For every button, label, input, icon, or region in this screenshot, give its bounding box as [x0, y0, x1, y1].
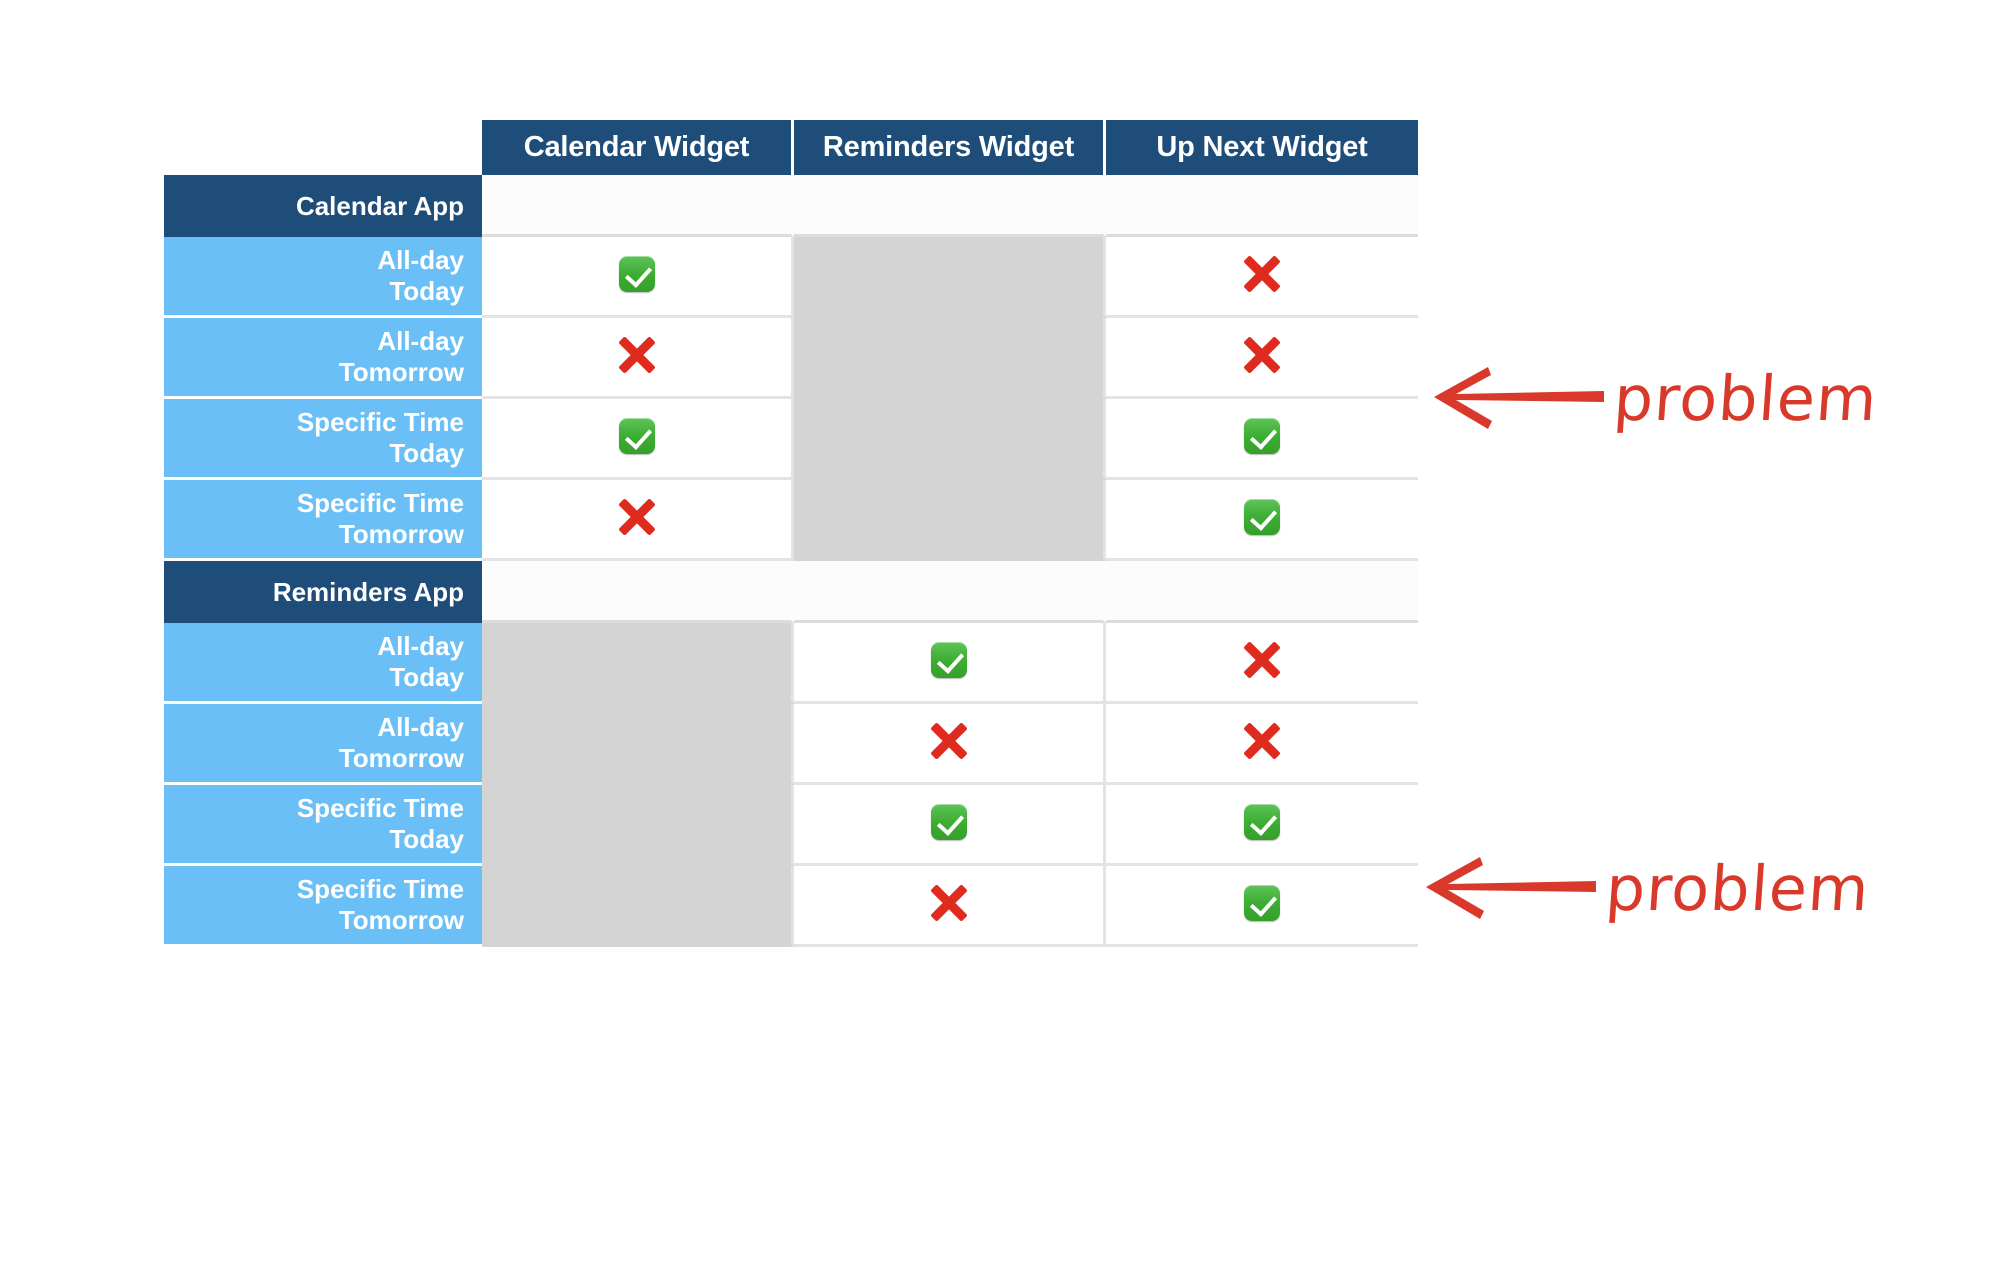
annotation-label: problem — [1611, 361, 1881, 435]
green-check-icon — [930, 803, 967, 840]
row-label-line2: Today — [389, 276, 464, 306]
row-label-line2: Tomorrow — [338, 905, 464, 935]
green-check-icon — [1244, 498, 1280, 535]
app-section-spacer — [1106, 561, 1418, 623]
cell-unsupported — [1106, 704, 1418, 785]
row-label-line1: Specific Time — [296, 793, 464, 824]
red-cross-icon — [928, 720, 970, 762]
red-cross-icon — [1241, 720, 1283, 762]
annotation-problem-1: problem — [1428, 355, 1881, 441]
not-applicable-cell — [794, 480, 1106, 561]
cell-supported — [1106, 480, 1418, 561]
row-label-line1: Specific Time — [296, 874, 464, 905]
cell-supported — [794, 785, 1106, 866]
not-applicable-cell — [482, 623, 794, 704]
app-section-label: Calendar App — [164, 175, 482, 237]
app-section-label: Reminders App — [164, 561, 482, 623]
left-arrow-icon — [1426, 857, 1596, 919]
cell-unsupported — [482, 318, 794, 399]
not-applicable-cell — [794, 399, 1106, 480]
row-label-line2: Tomorrow — [338, 743, 464, 773]
left-arrow-icon — [1434, 367, 1604, 429]
column-header-calendar-widget: Calendar Widget — [482, 120, 794, 175]
cell-unsupported — [1106, 237, 1418, 318]
red-cross-icon — [1241, 639, 1283, 681]
red-cross-icon — [1241, 253, 1283, 295]
not-applicable-cell — [482, 704, 794, 785]
app-section-row: Reminders App — [164, 561, 1418, 623]
cell-supported — [1106, 866, 1418, 947]
green-check-icon — [618, 417, 655, 454]
column-header-reminders-widget: Reminders Widget — [794, 120, 1106, 175]
row-label-line2: Today — [389, 438, 464, 468]
cell-supported — [482, 399, 794, 480]
row-label-line1: All-day — [377, 712, 464, 743]
not-applicable-cell — [794, 237, 1106, 318]
app-section-spacer — [482, 561, 794, 623]
annotation-problem-2: problem — [1420, 845, 1873, 931]
row-label-line1: All-day — [377, 245, 464, 276]
app-section-spacer — [794, 561, 1106, 623]
column-header-up-next-widget: Up Next Widget — [1106, 120, 1418, 175]
cell-supported — [794, 623, 1106, 704]
corner-cell — [164, 120, 482, 175]
annotation-label: problem — [1603, 851, 1873, 925]
table-header: Calendar Widget Reminders Widget Up Next… — [164, 120, 1418, 175]
cell-supported — [1106, 785, 1418, 866]
red-cross-icon — [1241, 334, 1283, 376]
cell-unsupported — [1106, 623, 1418, 704]
red-cross-icon — [616, 496, 658, 538]
cell-unsupported — [794, 704, 1106, 785]
red-cross-icon — [928, 882, 970, 924]
green-check-icon — [1244, 884, 1280, 921]
row-label-line1: All-day — [377, 326, 464, 357]
not-applicable-cell — [794, 318, 1106, 399]
widget-support-matrix: Calendar Widget Reminders Widget Up Next… — [164, 120, 1418, 947]
row-label-line1: Specific Time — [296, 488, 464, 519]
green-check-icon — [930, 641, 967, 678]
row-label-line2: Tomorrow — [338, 357, 464, 387]
app-section-spacer — [482, 175, 794, 237]
cell-supported — [1106, 399, 1418, 480]
app-section-row: Calendar App — [164, 175, 1418, 237]
cell-unsupported — [794, 866, 1106, 947]
not-applicable-cell — [482, 785, 794, 866]
green-check-icon — [618, 255, 655, 292]
cell-supported — [482, 237, 794, 318]
row-label-line1: All-day — [377, 631, 464, 662]
row-label-line2: Today — [389, 824, 464, 854]
header-row: Calendar Widget Reminders Widget Up Next… — [164, 120, 1418, 175]
row-label-line1: Specific Time — [296, 407, 464, 438]
cell-unsupported — [482, 480, 794, 561]
green-check-icon — [1244, 417, 1280, 454]
red-cross-icon — [616, 334, 658, 376]
not-applicable-cell — [482, 866, 794, 947]
green-check-icon — [1244, 803, 1280, 840]
app-section-spacer — [794, 175, 1106, 237]
cell-unsupported — [1106, 318, 1418, 399]
row-label-line2: Tomorrow — [338, 519, 464, 549]
row-label-line2: Today — [389, 662, 464, 692]
app-section-spacer — [1106, 175, 1418, 237]
